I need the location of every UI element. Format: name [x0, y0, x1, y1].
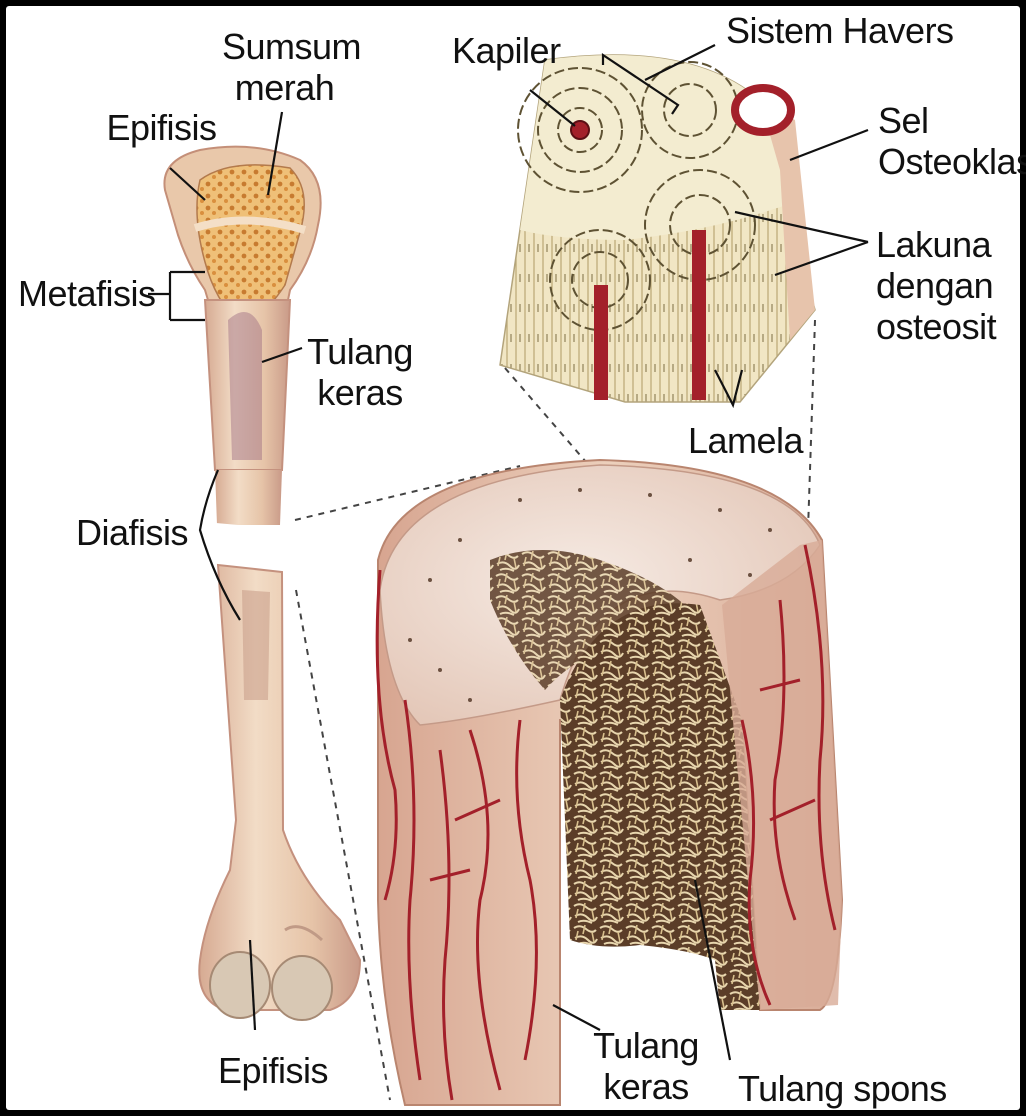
- label-tulang-keras-top: Tulang keras: [305, 331, 415, 413]
- label-sel-osteoklas: Sel Osteoklas: [878, 100, 1026, 182]
- label-lakuna-line2: dengan: [876, 265, 996, 306]
- label-lamela: Lamela: [688, 420, 803, 461]
- label-tulang-keras-bottom-line1: Tulang: [590, 1025, 702, 1066]
- label-sumsum-merah-line1: Sumsum: [222, 26, 347, 67]
- label-lakuna-dengan-osteosit: Lakuna dengan osteosit: [876, 224, 996, 347]
- label-sel-osteoklas-line2: Osteoklas: [878, 141, 1026, 182]
- label-sel-osteoklas-line1: Sel: [878, 100, 1026, 141]
- label-diafisis: Diafisis: [76, 512, 188, 553]
- label-tulang-spons: Tulang spons: [738, 1068, 947, 1109]
- bone-cross-section: [377, 460, 842, 1105]
- label-sumsum-merah-line2: merah: [222, 67, 347, 108]
- label-sistem-havers: Sistem Havers: [726, 10, 954, 51]
- label-epifisis-top: Epifisis: [104, 107, 219, 148]
- label-epifisis-bottom: Epifisis: [218, 1050, 328, 1091]
- label-tulang-keras-bottom: Tulang keras: [590, 1025, 702, 1107]
- long-bone: [164, 147, 360, 1020]
- label-tulang-keras-top-line1: Tulang: [305, 331, 415, 372]
- haversian-block: [500, 55, 815, 402]
- label-metafisis: Metafisis: [18, 273, 156, 314]
- label-tulang-keras-top-line2: keras: [305, 372, 415, 413]
- label-sumsum-merah: Sumsum merah: [222, 26, 347, 108]
- label-lakuna-line1: Lakuna: [876, 224, 996, 265]
- label-lakuna-line3: osteosit: [876, 306, 996, 347]
- label-kapiler: Kapiler: [452, 30, 561, 71]
- label-tulang-keras-bottom-line2: keras: [590, 1066, 702, 1107]
